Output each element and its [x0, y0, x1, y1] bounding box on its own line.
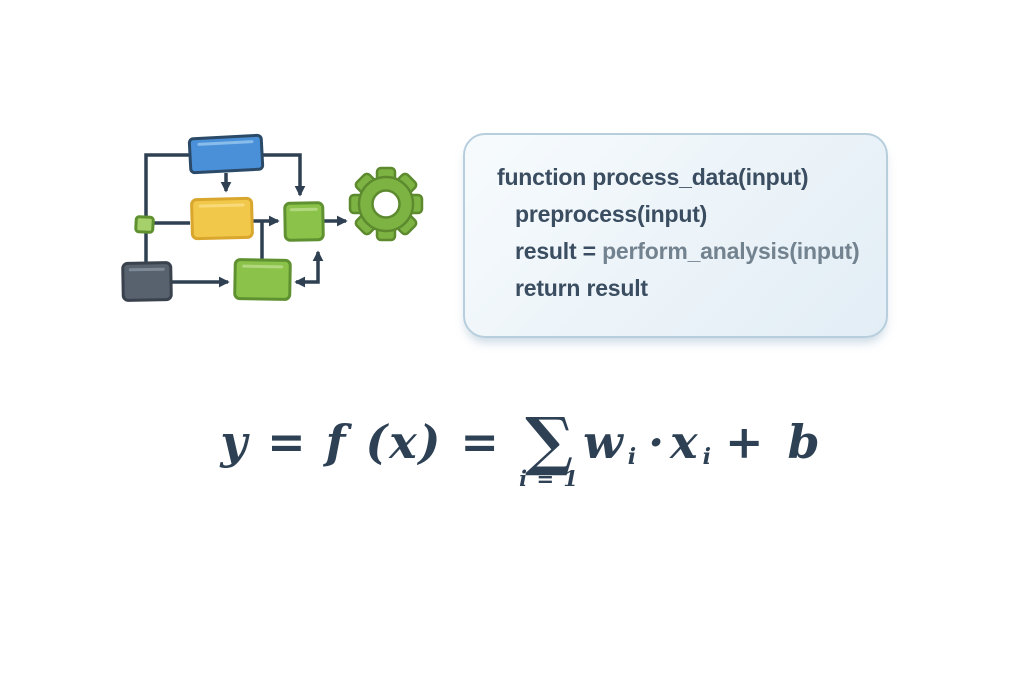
- process-node: [190, 196, 254, 241]
- formula-input-subscript: i: [702, 444, 711, 470]
- formula-lhs: y = f (x) =: [220, 415, 501, 469]
- formula-dot-operator: ·: [648, 415, 665, 469]
- input-node: [187, 133, 265, 175]
- analysis-node: [233, 258, 292, 301]
- linear-model-formula: y = f (x) = ∑i = 1 w i · x i + b: [220, 402, 819, 491]
- data-node: [121, 261, 173, 302]
- code-line-preprocess: preprocess(input): [515, 201, 708, 227]
- stage-node: [283, 201, 325, 242]
- code-line-return: return result: [515, 275, 648, 301]
- formula-input-term: x: [670, 415, 698, 469]
- summation-symbol: ∑i = 1: [519, 404, 579, 491]
- flowchart-diagram: [121, 133, 424, 302]
- summation-subscript: i = 1: [519, 466, 579, 491]
- flow-arrow-input-to-stage: [262, 153, 306, 197]
- code-result-rhs: perform_analysis(input): [602, 238, 860, 264]
- formula-weight-subscript: i: [627, 444, 637, 470]
- connector-node: [134, 215, 155, 234]
- formula-bias-term: + b: [724, 415, 824, 469]
- code-line-function: function process_data(input): [497, 164, 809, 190]
- gear-icon: [348, 166, 424, 242]
- flow-line-left-elbow: [144, 153, 190, 263]
- code-line-result: result = perform_analysis(input): [515, 233, 868, 270]
- pseudocode-panel: function process_data(input) preprocess(…: [463, 133, 888, 338]
- flow-arrow-analysis-stage-elbow: [294, 250, 324, 288]
- code-result-lhs: result =: [515, 238, 596, 264]
- formula-weight-term: w: [583, 415, 623, 469]
